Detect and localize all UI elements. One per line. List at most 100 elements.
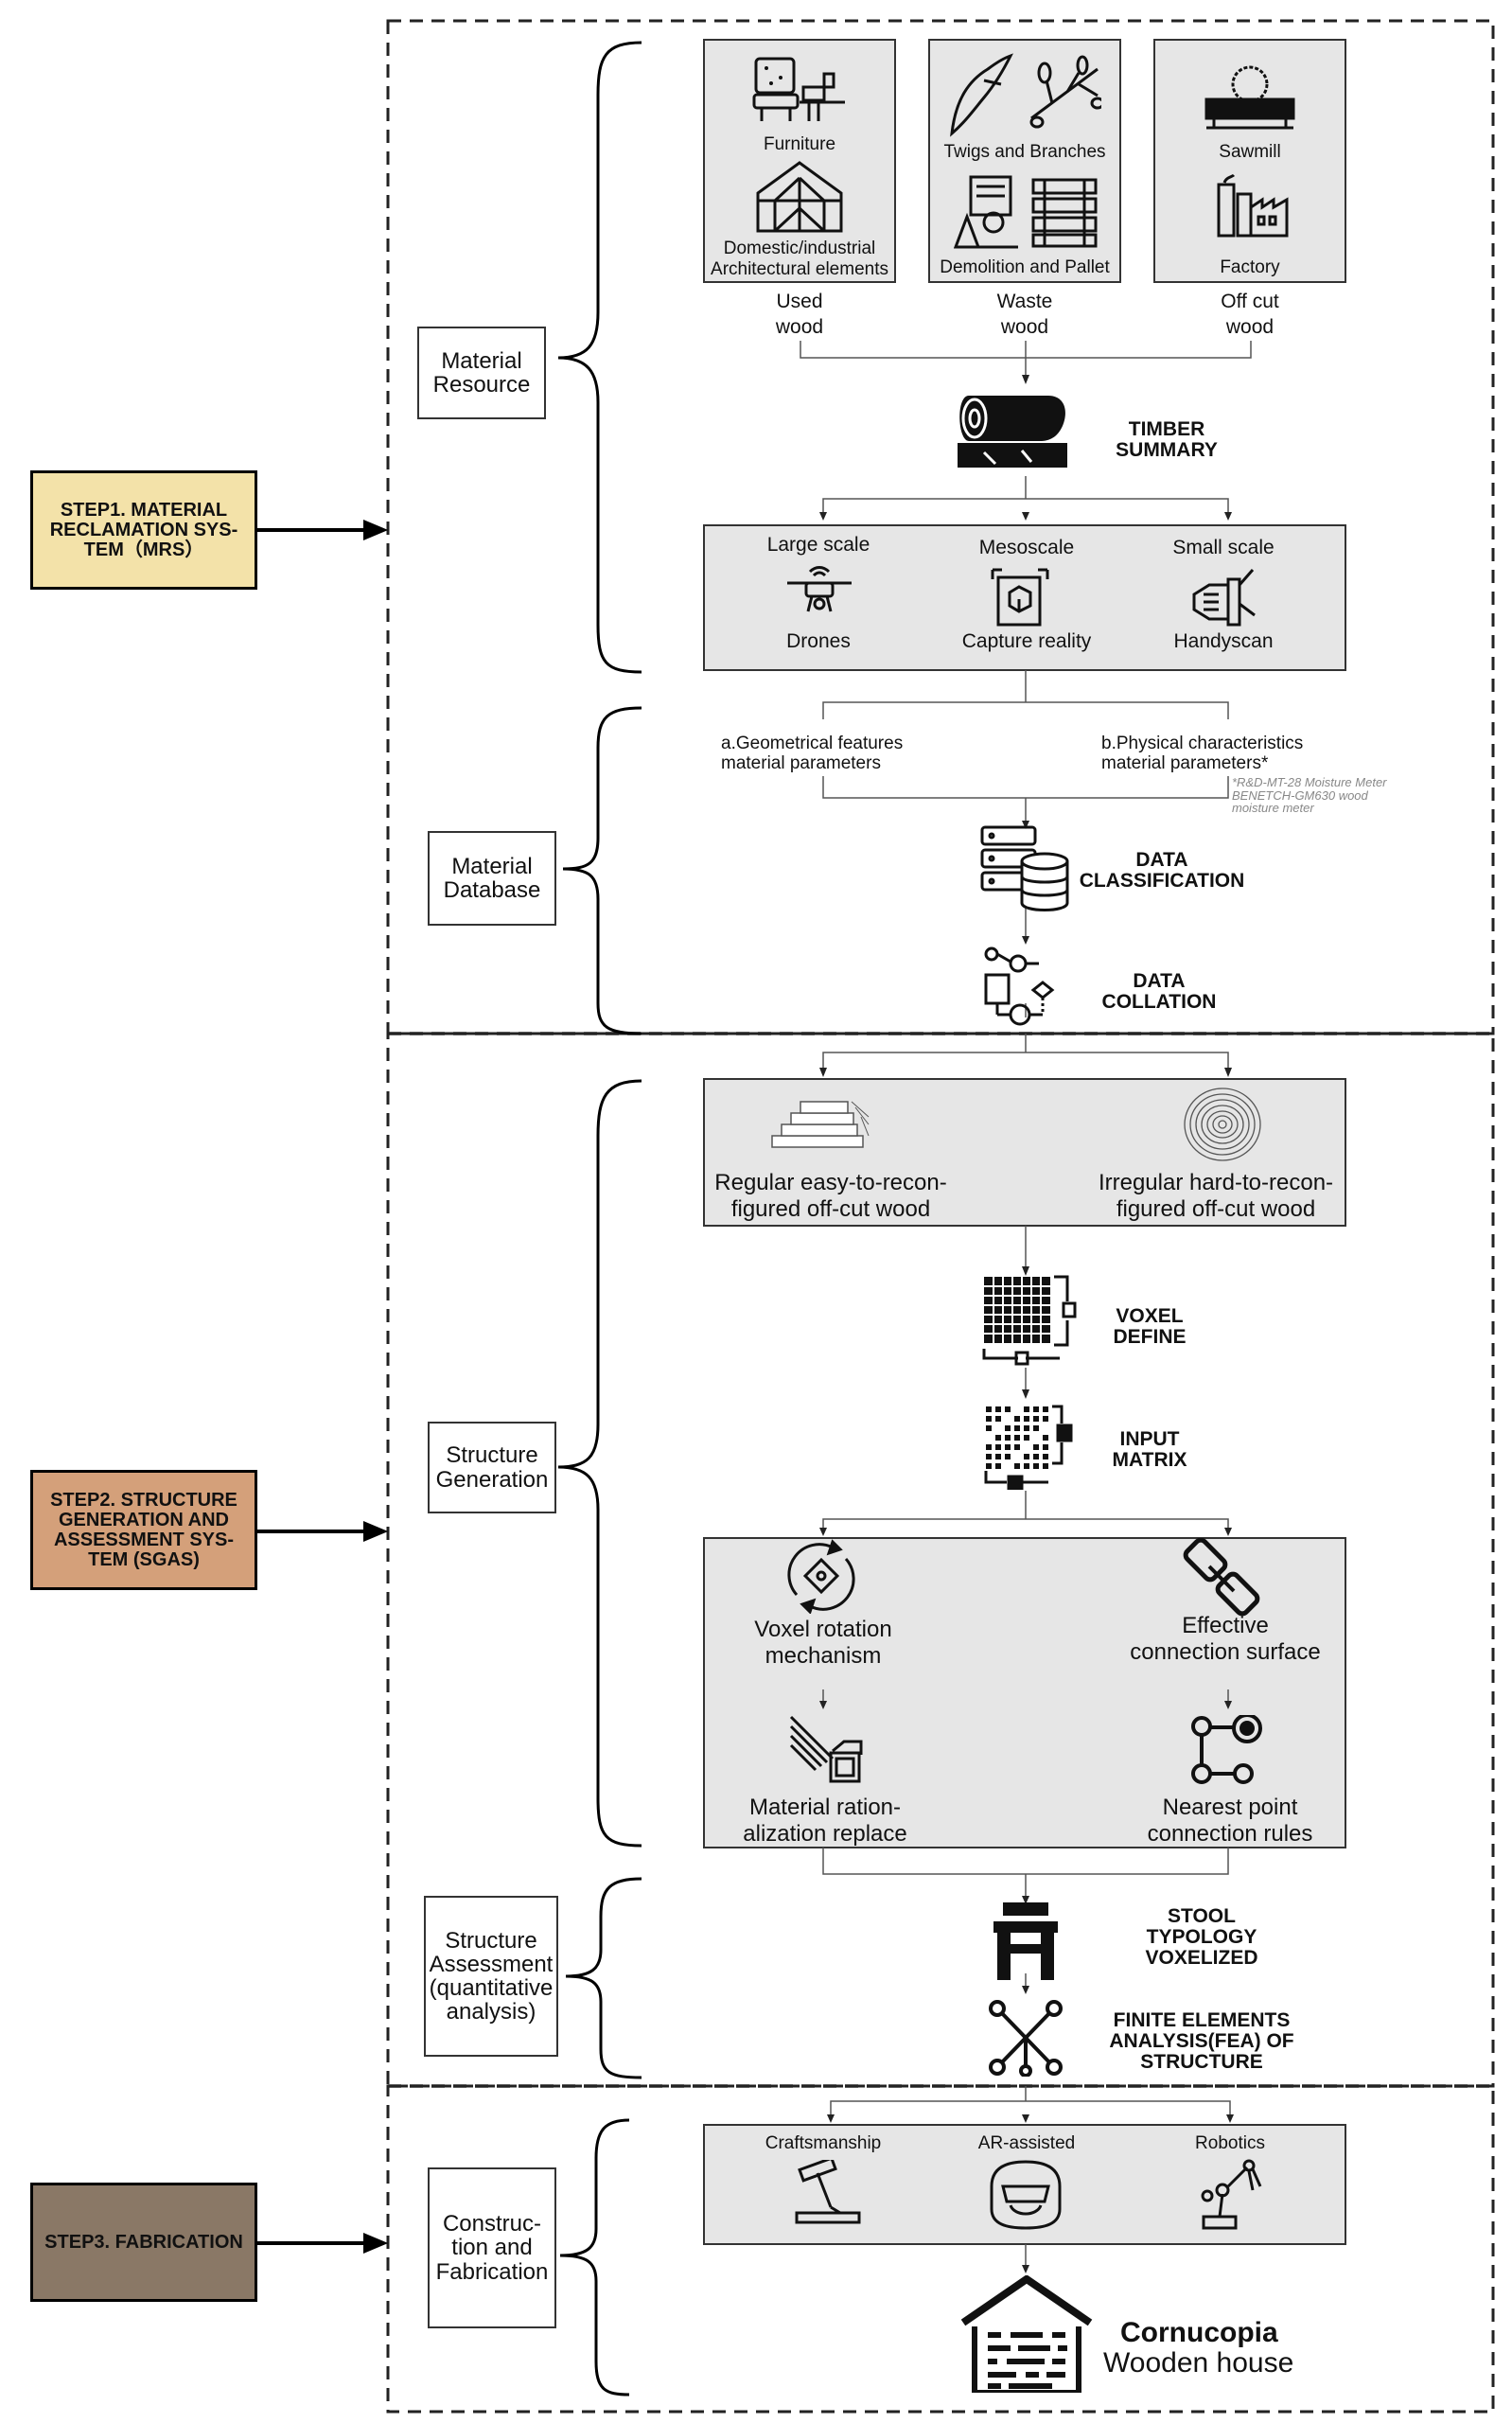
stool-icon	[993, 1902, 1058, 1980]
large-scale-title: Large scale	[766, 534, 870, 556]
branch-icon	[950, 53, 1101, 137]
matrix-dot	[995, 1416, 1001, 1422]
regular-wood-text: Regular easy-to-recon-figured off-cut wo…	[706, 1170, 956, 1222]
irr-line1: Irregular hard-to-recon-	[1098, 1170, 1334, 1195]
furniture-icon	[752, 57, 845, 121]
matrix-dot	[995, 1406, 1001, 1412]
handyscan-text: Handyscan	[1173, 630, 1274, 652]
house-icon	[960, 2275, 1093, 2393]
im-line2: MATRIX	[1112, 1449, 1187, 1472]
sg-line2: Generation	[435, 1466, 549, 1493]
matrix-dot	[1014, 1425, 1020, 1431]
matrix-dot	[995, 1454, 1001, 1459]
step2-line1: STEP2. STRUCTURE	[50, 1489, 237, 1511]
small-scale-title: Small scale	[1172, 537, 1275, 558]
tree-rings-icon	[1184, 1088, 1261, 1161]
mr-line1: Material	[441, 347, 522, 374]
matrix-dot	[1024, 1416, 1029, 1422]
fea-line3: STRUCTURE	[1140, 2051, 1263, 2074]
offcut-line1: Off cut	[1221, 291, 1279, 312]
cornucopia-title: Cornucopia	[1120, 2317, 1278, 2348]
dc-line1: DATA	[1135, 849, 1188, 871]
matrix-dot	[995, 1463, 1001, 1469]
chain-link-icon	[1183, 1538, 1260, 1617]
step2-line3: ASSESSMENT SYS-	[53, 1529, 235, 1550]
matrix-dot	[986, 1444, 992, 1450]
phys-line1: b.Physical characteristics	[1101, 734, 1304, 753]
handscan-icon	[1192, 569, 1256, 627]
note-line3: moisture meter	[1232, 801, 1314, 816]
matrix-dot	[1033, 1463, 1039, 1469]
matrix-dot	[986, 1416, 992, 1422]
matrix-dot	[995, 1435, 1001, 1441]
domestic-line2: Architectural elements	[711, 258, 888, 279]
dcol-line2: COLLATION	[1101, 991, 1217, 1014]
furniture-text: Furniture	[763, 134, 836, 154]
robot-arm-icon	[1201, 2159, 1262, 2230]
mrat-line2: alization replace	[743, 1820, 907, 1847]
np-line2: connection rules	[1147, 1820, 1313, 1847]
mesoscale-title: Mesoscale	[978, 537, 1075, 558]
matrix-dot	[1033, 1406, 1039, 1412]
voxel-grid-icon	[982, 1275, 1077, 1366]
demolition-text: Demolition and Pallet	[940, 257, 1110, 277]
matrix-dot	[1033, 1444, 1039, 1450]
mr-line2: Resource	[432, 372, 531, 398]
step1-line3: TEM（MRS）	[83, 539, 204, 560]
sa-line3: (quantitative	[429, 1975, 554, 2001]
network-icon	[989, 2000, 1063, 2077]
matrix-dot	[1024, 1454, 1029, 1459]
dc-line2: CLASSIFICATION	[1079, 870, 1245, 893]
irr-line2: figured off-cut wood	[1116, 1195, 1316, 1222]
matrix-dot	[1024, 1425, 1029, 1431]
dcol-line1: DATA	[1133, 970, 1186, 992]
stacked-boards-icon	[771, 1101, 870, 1148]
matrix-dot	[1005, 1454, 1011, 1459]
cs-line2: connection surface	[1130, 1638, 1321, 1665]
im-line1: INPUT	[1119, 1428, 1180, 1450]
md-line2: Database	[443, 877, 541, 903]
used-line1: Used	[776, 291, 823, 312]
drone-icon	[787, 566, 852, 612]
step1-line2: RECLAMATION SYS-	[49, 519, 238, 540]
architecture-icon	[756, 161, 843, 233]
matrix-dot	[1005, 1425, 1011, 1431]
matrix-dot	[986, 1406, 992, 1412]
matrix-dot	[1024, 1406, 1029, 1412]
vr-line2: mechanism	[765, 1642, 882, 1669]
factory-icon	[1217, 173, 1289, 238]
sawmill-icon	[1204, 65, 1295, 130]
matrix-dot	[1005, 1406, 1011, 1412]
cf-line1: Construc-	[442, 2211, 541, 2237]
fea-line1: FINITE ELEMENTS	[1113, 2009, 1291, 2031]
offcut-line2: wood	[1225, 316, 1275, 339]
geo-line2: material parameters	[721, 752, 881, 773]
matrix-dot	[986, 1454, 992, 1459]
waste-line1: Waste	[996, 291, 1053, 312]
matrix-dot	[1005, 1435, 1011, 1441]
flowchart-icon	[984, 946, 1055, 1026]
matrix-dot	[1024, 1463, 1029, 1469]
pallet-icon	[1031, 178, 1098, 248]
domestic-line1: Domestic/industrial	[723, 239, 876, 258]
vd-line1: VOXEL	[1116, 1305, 1184, 1327]
